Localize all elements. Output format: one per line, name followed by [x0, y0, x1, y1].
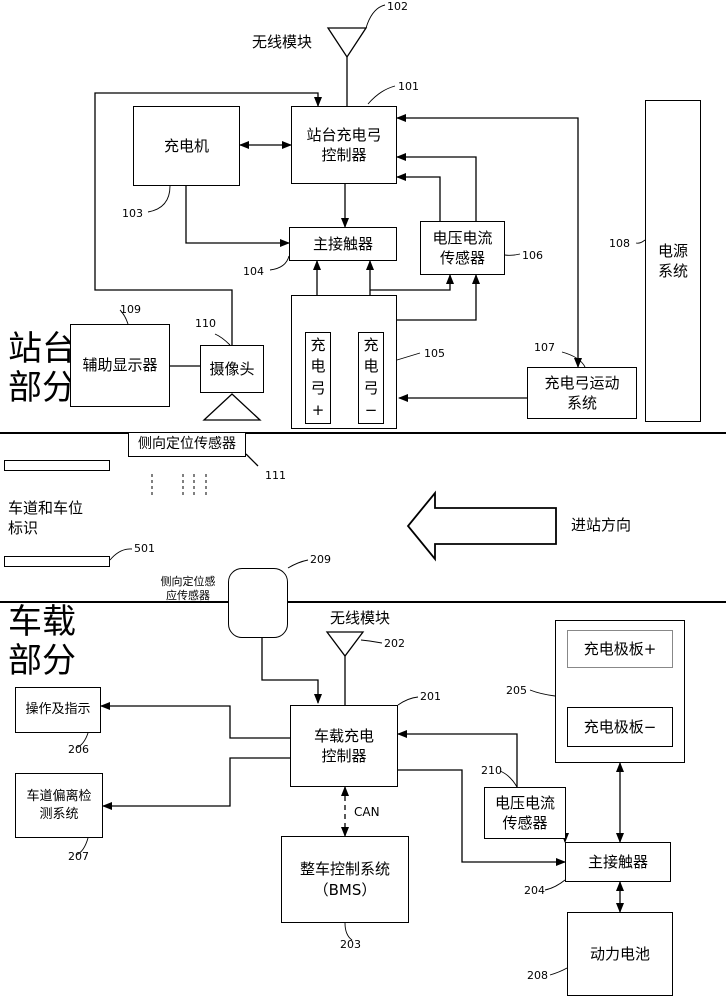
- pantograph-plus-label: 充 电 弓 +: [310, 335, 326, 419]
- station-section-label: 站台 部分: [8, 329, 76, 409]
- ref-111: 111: [265, 469, 286, 482]
- lateral-positioning-sensor: 侧向定位传感器: [128, 432, 246, 457]
- ref-206: 206: [68, 743, 89, 756]
- vehicle-vi-sensor: 电压电流 传感器: [484, 787, 566, 839]
- ref-209: 209: [310, 553, 331, 566]
- ref-203: 203: [340, 938, 361, 951]
- lane-marker-top: [4, 460, 110, 471]
- ref-208: 208: [527, 969, 548, 982]
- pantograph-plus: 充 电 弓 +: [305, 332, 331, 424]
- ref-501: 501: [134, 542, 155, 555]
- ref-106: 106: [522, 249, 543, 262]
- ref-109: 109: [120, 303, 141, 316]
- ref-103: 103: [122, 207, 143, 220]
- wireless-module-label: 无线模块: [251, 33, 312, 51]
- camera: 摄像头: [200, 345, 264, 393]
- ref-107: 107: [534, 341, 555, 354]
- pantograph-minus: 充 电 弓 −: [358, 332, 384, 424]
- ref-210: 210: [481, 764, 502, 777]
- entry-direction-label: 进站方向: [571, 516, 632, 534]
- vehicle-charging-controller: 车载充电 控制器: [290, 705, 398, 787]
- vehicle-control-system-bms: 整车控制系统 （BMS）: [281, 836, 409, 923]
- charging-plate-plus: 充电极板+: [567, 630, 673, 668]
- ref-202: 202: [384, 637, 405, 650]
- auxiliary-display: 辅助显示器: [70, 324, 170, 407]
- vehicle-main-contactor: 主接触器: [565, 842, 671, 882]
- lateral-sensing-label: 侧向定位感 应传感器: [160, 575, 216, 603]
- lane-departure-system: 车道偏离检 测系统: [15, 773, 103, 838]
- camera-stand-icon: [202, 393, 262, 421]
- ref-102: 102: [387, 0, 408, 13]
- operation-indicator: 操作及指示: [15, 687, 101, 733]
- vehicle-section-label: 车载 部分: [8, 602, 76, 682]
- station-vi-sensor: 电压电流 传感器: [420, 221, 505, 275]
- pantograph-motion-system: 充电弓运动 系统: [527, 367, 637, 419]
- ref-104: 104: [243, 265, 264, 278]
- power-system: 电源 系统: [645, 100, 701, 422]
- lane-marker-bottom: [4, 556, 110, 567]
- ref-201: 201: [420, 690, 441, 703]
- pantograph-minus-label: 充 电 弓 −: [363, 335, 379, 419]
- ref-108: 108: [609, 237, 630, 250]
- can-label: CAN: [354, 805, 380, 819]
- lateral-positioning-sensing-sensor: [228, 568, 288, 638]
- power-battery: 动力电池: [567, 912, 673, 996]
- ref-101: 101: [398, 80, 419, 93]
- ref-105: 105: [424, 347, 445, 360]
- station-main-contactor: 主接触器: [289, 227, 397, 261]
- ref-205: 205: [506, 684, 527, 697]
- ref-110: 110: [195, 317, 216, 330]
- ref-204: 204: [524, 884, 545, 897]
- charger: 充电机: [133, 106, 240, 186]
- lane-marks-label: 车道和车位 标识: [8, 499, 84, 537]
- charging-plate-minus: 充电极板−: [567, 707, 673, 747]
- antenna-icon: [325, 631, 365, 658]
- entry-direction-arrow-icon: [406, 490, 557, 562]
- antenna-icon: [326, 27, 368, 59]
- vehicle-wireless-module-label: 无线模块: [329, 609, 390, 627]
- ref-207: 207: [68, 850, 89, 863]
- station-pantograph-controller: 站台充电弓 控制器: [291, 106, 397, 184]
